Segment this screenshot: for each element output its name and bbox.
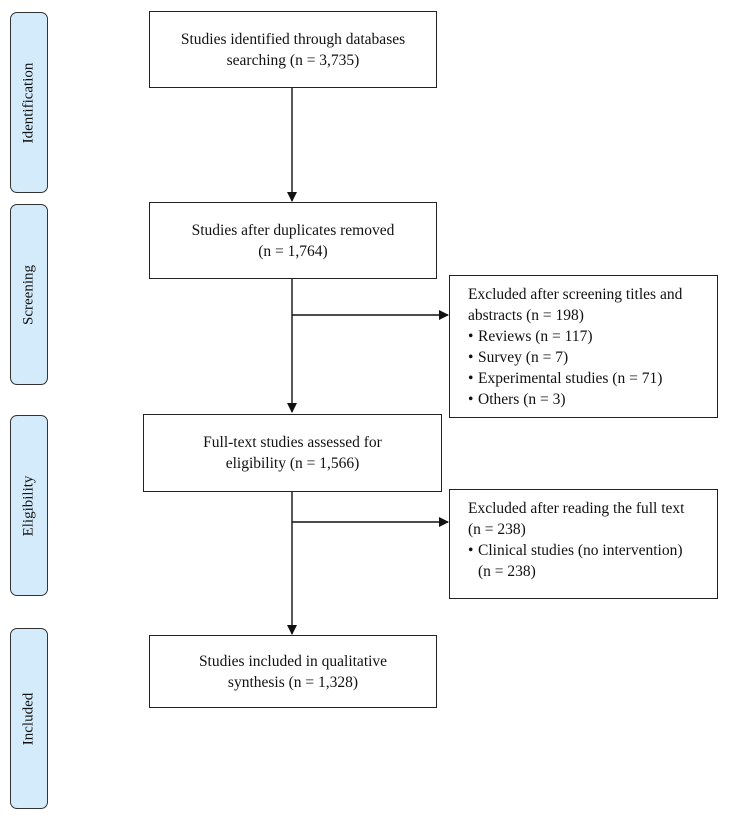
identified-line-1: Studies identified through databases	[180, 30, 406, 48]
bullet-survey: •Survey (n = 7)	[468, 347, 703, 368]
box-full-text-assessed: Full-text studies assessed for eligibili…	[143, 414, 442, 492]
excluded-full-text-line-2: (n = 238)	[468, 521, 526, 538]
duplicates-line-1: Studies after duplicates removed	[191, 221, 395, 239]
bullet-clinical-studies: •Clinical studies (no intervention)	[468, 540, 703, 561]
bullet-reviews: •Reviews (n = 117)	[468, 326, 703, 347]
phase-included: Included	[10, 628, 48, 809]
included-line-2: synthesis (n = 1,328)	[227, 673, 359, 691]
excluded-full-text-line-1: Excluded after reading the full text	[468, 500, 685, 517]
bullet-reviews-text: Reviews (n = 117)	[478, 328, 593, 345]
excluded-screening-line-2: abstracts (n = 198)	[468, 307, 584, 324]
bullet-survey-text: Survey (n = 7)	[478, 349, 569, 366]
box-duplicates-removed: Studies after duplicates removed (n = 1,…	[149, 202, 437, 279]
bullet-glyph: •	[468, 370, 474, 387]
bullet-clinical-count: (n = 238)	[478, 563, 536, 580]
included-line-1: Studies included in qualitative	[198, 652, 388, 670]
bullet-glyph: •	[468, 542, 474, 559]
bullet-experimental-text: Experimental studies (n = 71)	[478, 370, 663, 387]
box-excluded-full-text: Excluded after reading the full text (n …	[449, 489, 718, 599]
bullet-experimental: •Experimental studies (n = 71)	[468, 368, 703, 389]
identified-line-2: searching (n = 3,735)	[226, 51, 360, 69]
box-studies-identified: Studies identified through databases sea…	[149, 11, 437, 88]
phase-identification: Identification	[10, 12, 48, 193]
bullet-others: •Others (n = 3)	[468, 389, 703, 410]
full-text-line-2: eligibility (n = 1,566)	[225, 455, 360, 472]
bullet-glyph: •	[468, 349, 474, 366]
bullet-glyph: •	[468, 391, 474, 408]
phase-eligibility: Eligibility	[10, 415, 48, 596]
excluded-screening-line-1: Excluded after screening titles and	[468, 286, 683, 303]
bullet-glyph: •	[468, 328, 474, 345]
phase-screening: Screening	[10, 204, 48, 385]
duplicates-line-2: (n = 1,764)	[258, 242, 328, 260]
bullet-clinical-text: Clinical studies (no intervention)	[478, 542, 683, 559]
full-text-line-1: Full-text studies assessed for	[203, 434, 382, 451]
box-studies-included: Studies included in qualitative synthesi…	[149, 635, 437, 708]
bullet-others-text: Others (n = 3)	[478, 391, 566, 408]
box-excluded-screening: Excluded after screening titles and abst…	[449, 275, 718, 418]
